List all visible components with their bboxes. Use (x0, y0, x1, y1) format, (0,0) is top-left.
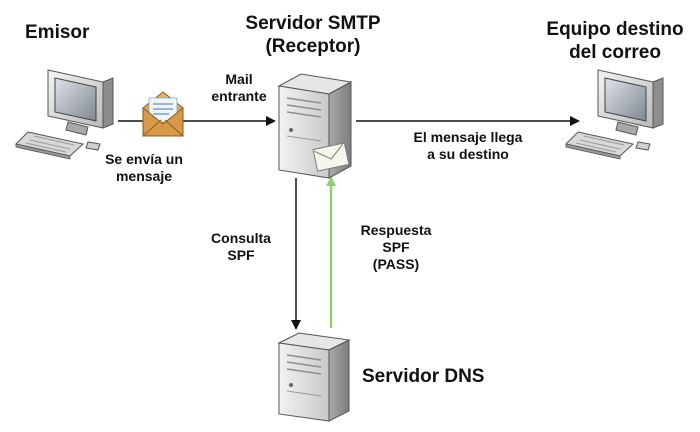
sender-computer-icon (15, 69, 114, 160)
response-label-line2: SPF (382, 238, 410, 255)
destination-title: Equipo destino del correo (532, 19, 698, 65)
send-label: Se envía un mensaje (86, 151, 202, 185)
deliver-label: El mensaje llega a su destino (398, 129, 538, 163)
destination-title-line1: Equipo destino (546, 19, 684, 40)
deliver-label-line2: a su destino (427, 145, 509, 162)
deliver-label-line1: El mensaje llega (413, 129, 523, 145)
sender-title: Emisor (25, 22, 90, 43)
destination-title-line2: del correo (569, 41, 661, 63)
smtp-server-title: Servidor SMTP (Receptor) (228, 13, 398, 59)
smtp-server-title-line1: Servidor SMTP (245, 13, 381, 34)
incoming-label-line2: entrante (211, 87, 267, 104)
response-label-line1: Respuesta (360, 222, 432, 238)
query-label: Consulta SPF (196, 230, 286, 264)
query-label-line1: Consulta (211, 230, 271, 246)
send-label-line1: Se envía un (105, 151, 183, 167)
query-label-line2: SPF (227, 246, 255, 263)
incoming-label-line1: Mail (225, 71, 253, 87)
send-label-line2: mensaje (115, 167, 173, 184)
envelope-icon (142, 91, 184, 137)
smtp-server-title-line2: (Receptor) (265, 35, 361, 57)
smtp-server-icon (277, 73, 353, 179)
incoming-label: Mail entrante (206, 71, 272, 105)
destination-computer-icon (565, 69, 664, 160)
response-label: Respuesta SPF (PASS) (344, 222, 448, 272)
dns-server-title: Servidor DNS (362, 366, 485, 387)
dns-server-icon (277, 332, 351, 422)
response-label-line3: (PASS) (372, 255, 420, 272)
